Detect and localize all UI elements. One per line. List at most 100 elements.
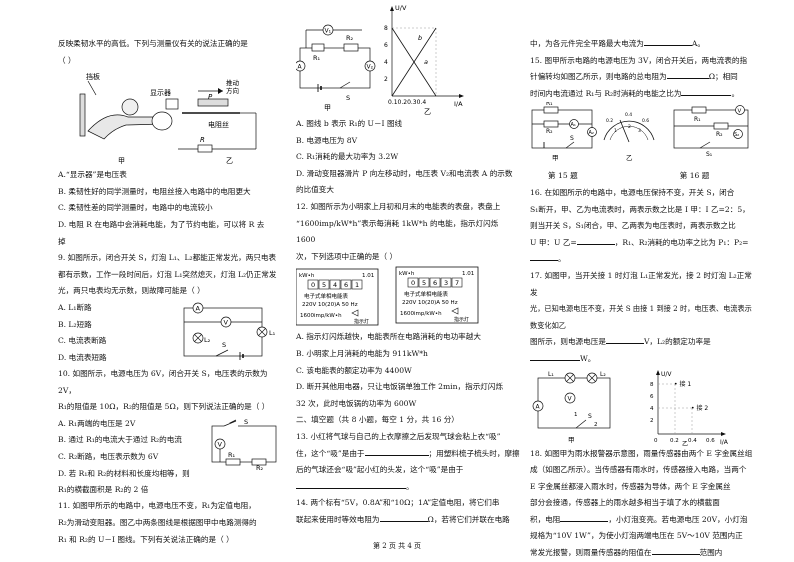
svg-text:V: V	[568, 395, 573, 402]
q11-option-c: C. R₁消耗的最大功率为 3.2W	[296, 152, 399, 162]
q8-option-d-line1: D. 电阻 R 在电路中会消耗电能，为了节约电能，可以将 R 去	[58, 219, 265, 229]
resistor-r1	[225, 458, 241, 466]
q8-option-a: A.“显示器”是电压表	[58, 170, 127, 180]
q17-blank-2[interactable]	[530, 359, 580, 361]
meter-digit-box	[451, 278, 463, 288]
svg-text:1: 1	[614, 128, 617, 134]
svg-text:0.2: 0.2	[670, 438, 679, 444]
q12-option-a: A. 指示灯闪烁越快，电能表所在电路消耗的电功率越大	[296, 332, 481, 342]
svg-text:4: 4	[384, 59, 388, 66]
svg-text:2: 2	[650, 418, 654, 424]
q14-blank-1[interactable]	[379, 520, 428, 522]
q15-ammeter-dial: 0.2 0.4 0.6 1 2 3 乙	[603, 112, 655, 162]
q16-line2: S₁断开，甲、乙为电流表时，两表示数之比是 I 甲：I 乙=2：5，	[530, 204, 750, 214]
label-p: P	[208, 93, 213, 101]
q13-line4: 。	[296, 479, 520, 496]
svg-text:L₁: L₁	[548, 371, 554, 378]
svg-text:4: 4	[650, 406, 654, 412]
meter-digit: 5	[322, 281, 326, 289]
svg-text:kW•h: kW•h	[299, 273, 315, 279]
meter-digit: 0	[311, 281, 315, 289]
q16-line1: 16. 在如图所示的电路中，电源电压保持不变，开关 S，闭合	[530, 187, 735, 197]
q18-line3: E 字金属丝都浸入雨水时，传感器为导体，两个 E 字金属丝	[530, 481, 731, 491]
q15-blank-1[interactable]	[666, 78, 709, 80]
q17-blank-1[interactable]	[605, 343, 644, 345]
meter-digit: 3	[444, 279, 448, 287]
q11-option-a: A. 图线 b 表示 R₁的 U－I 图线	[296, 119, 403, 128]
q16-line4: U 甲：U 乙=，R₁、R₂消耗的电功率之比为 P₁：P₂=。	[530, 237, 749, 264]
q15-blank-2[interactable]	[681, 94, 732, 96]
label-l2: L₂	[204, 336, 211, 344]
svg-text:V: V	[738, 109, 742, 115]
svg-text:R₁: R₁	[546, 102, 553, 107]
label-r: R	[200, 136, 205, 144]
q16-blank-1[interactable]	[576, 243, 615, 245]
q16-blank-2[interactable]	[530, 260, 558, 262]
display-meter	[165, 98, 179, 110]
q18-line4: 部分会接通，传感器上的雨水越多相当于填了水的横截面	[530, 498, 720, 508]
resistor-r2	[251, 458, 267, 466]
label-v: V	[218, 440, 223, 448]
q13-blank-2[interactable]	[296, 487, 406, 489]
meter-digit-box	[429, 278, 441, 288]
q14-blank-2[interactable]	[643, 45, 692, 46]
svg-text:0.6: 0.6	[642, 118, 649, 124]
switch-s-icon	[339, 81, 351, 89]
svg-text:8: 8	[384, 25, 388, 32]
label-r1: R₁	[313, 54, 321, 62]
q9-stem-line3: 光，两只电表均无示数，则故障可能是（ ）	[58, 286, 205, 296]
svg-text:1600imp/kW•h: 1600imp/kW•h	[400, 311, 442, 317]
q18-blank-2[interactable]	[651, 554, 700, 556]
q8-stem-line2: （ ）	[58, 55, 76, 65]
svg-text:1600imp/kW•h: 1600imp/kW•h	[300, 313, 342, 319]
q9-option-b: B. L₂短路	[58, 319, 92, 329]
q11-option-b: B. 电源电压为 8V	[296, 135, 358, 145]
q17-circuit-and-graph: L₁ L₂ A V S 1 2 甲 U/V I/	[532, 369, 729, 446]
q15-q16-figures: R₁ R₂ A₁ A₂ S 甲 0.2 0.4 0.6 1 2	[530, 102, 754, 168]
svg-text:S₂: S₂	[734, 132, 739, 138]
ammeter-icon	[296, 60, 306, 72]
label-r2: R₂	[256, 464, 264, 470]
q10-stem-line2: R₁的阻值是 10Ω，R₂的阻值是 5Ω，则下列说法正确的是（ ）	[58, 402, 270, 412]
q9-option-d: D. 电流表短路	[58, 352, 107, 362]
svg-text:2: 2	[384, 76, 388, 83]
person-figure	[87, 114, 163, 140]
label-dangban: 挡板	[86, 72, 100, 81]
q13-line2: 住，这个“吸”是由于；用塑料梳子梳头时，摩擦	[296, 448, 520, 458]
q10-options-block: A. R₁两端的电压是 2V B. 通过 R₁的电流大于通过 R₂的电流 C. …	[58, 416, 284, 482]
svg-text:I/A: I/A	[720, 439, 729, 446]
q18-blank-1[interactable]	[560, 520, 609, 522]
label-v1: V₁	[325, 28, 332, 35]
q9-stem-line1: 9. 如图所示，闭合开关 S，灯泡 L₁、L₂都能正常发光，两只电表	[58, 253, 277, 263]
graph-y-ticks: 8 6 4 2	[384, 25, 388, 83]
q13-blank-1[interactable]	[364, 454, 429, 456]
q17-graph: U/V I/A 8 6 4 2 0 0.2 0.4 0.6 • 接 1 • 接 …	[650, 369, 729, 446]
q9-option-a: A. L₁断路	[58, 302, 92, 312]
meter-digit: 4	[333, 281, 337, 289]
voltmeter-v1-icon	[322, 24, 334, 36]
q10-circuit-diagram: S V R₁ R₂	[211, 418, 277, 470]
meter-digit-box	[418, 278, 430, 288]
svg-text:0.6: 0.6	[706, 438, 715, 444]
q9-options-block: A. L₁断路 B. L₂短路 C. 电流表断路 D. 电流表短路 A V L₁…	[58, 300, 284, 366]
q11-stem-line3: R₁ 和 R₂的 U－I 图线。下列有关说法正确的是（ ）	[58, 534, 234, 544]
q17-circuit: L₁ L₂ A V S 1 2 甲	[532, 371, 611, 444]
svg-text:220V 10(20)A 50 Hz: 220V 10(20)A 50 Hz	[302, 302, 358, 308]
svg-text:2: 2	[628, 124, 631, 130]
svg-text:8: 8	[650, 382, 654, 388]
label-r2: R₂	[346, 34, 354, 42]
q15-circuit: R₁ R₂ A₁ A₂ S 甲	[531, 102, 597, 162]
label-fangxiang: 方向	[226, 86, 239, 95]
svg-text:指示灯: 指示灯	[354, 318, 369, 325]
caption-q15: 第 15 题	[548, 171, 578, 181]
label-b: b	[418, 34, 422, 42]
graph-x-ticks: 0.10.20.30.4	[388, 99, 426, 106]
line-a	[391, 27, 437, 97]
q10-option-a: A. R₁两端的电压是 2V	[58, 418, 136, 428]
